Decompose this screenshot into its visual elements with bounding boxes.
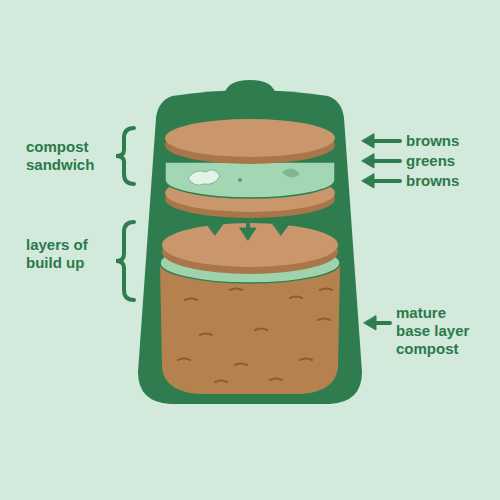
bracket: [116, 222, 134, 300]
callout-label: greens: [406, 152, 486, 170]
texture-stroke: [235, 364, 247, 366]
callout-label: browns: [406, 132, 486, 150]
texture-stroke: [200, 334, 212, 336]
callout-label: layers of build up: [26, 236, 108, 272]
texture-stroke: [215, 381, 227, 383]
texture-stroke: [318, 319, 330, 321]
browns-disc: [162, 223, 338, 267]
green-scrap: [238, 178, 242, 182]
texture-stroke: [185, 299, 197, 301]
green-scrap: [282, 168, 300, 177]
pointer-arrows: [362, 134, 400, 330]
browns-disc: [165, 119, 335, 157]
texture-stroke: [255, 329, 267, 331]
texture-stroke: [178, 359, 190, 361]
compost-texture: [178, 289, 332, 383]
bin-body: [138, 90, 362, 404]
texture-stroke: [230, 289, 242, 291]
callout-label: compost sandwich: [26, 138, 118, 174]
greens-layer: [165, 162, 335, 198]
callout-label: mature base layer compost: [396, 304, 478, 358]
texture-stroke: [320, 289, 332, 291]
texture-stroke: [300, 359, 312, 361]
green-scrap: [188, 170, 220, 185]
texture-stroke: [290, 297, 302, 299]
texture-stroke: [270, 379, 282, 381]
bracket: [116, 128, 134, 184]
callout-label: browns: [406, 172, 486, 190]
